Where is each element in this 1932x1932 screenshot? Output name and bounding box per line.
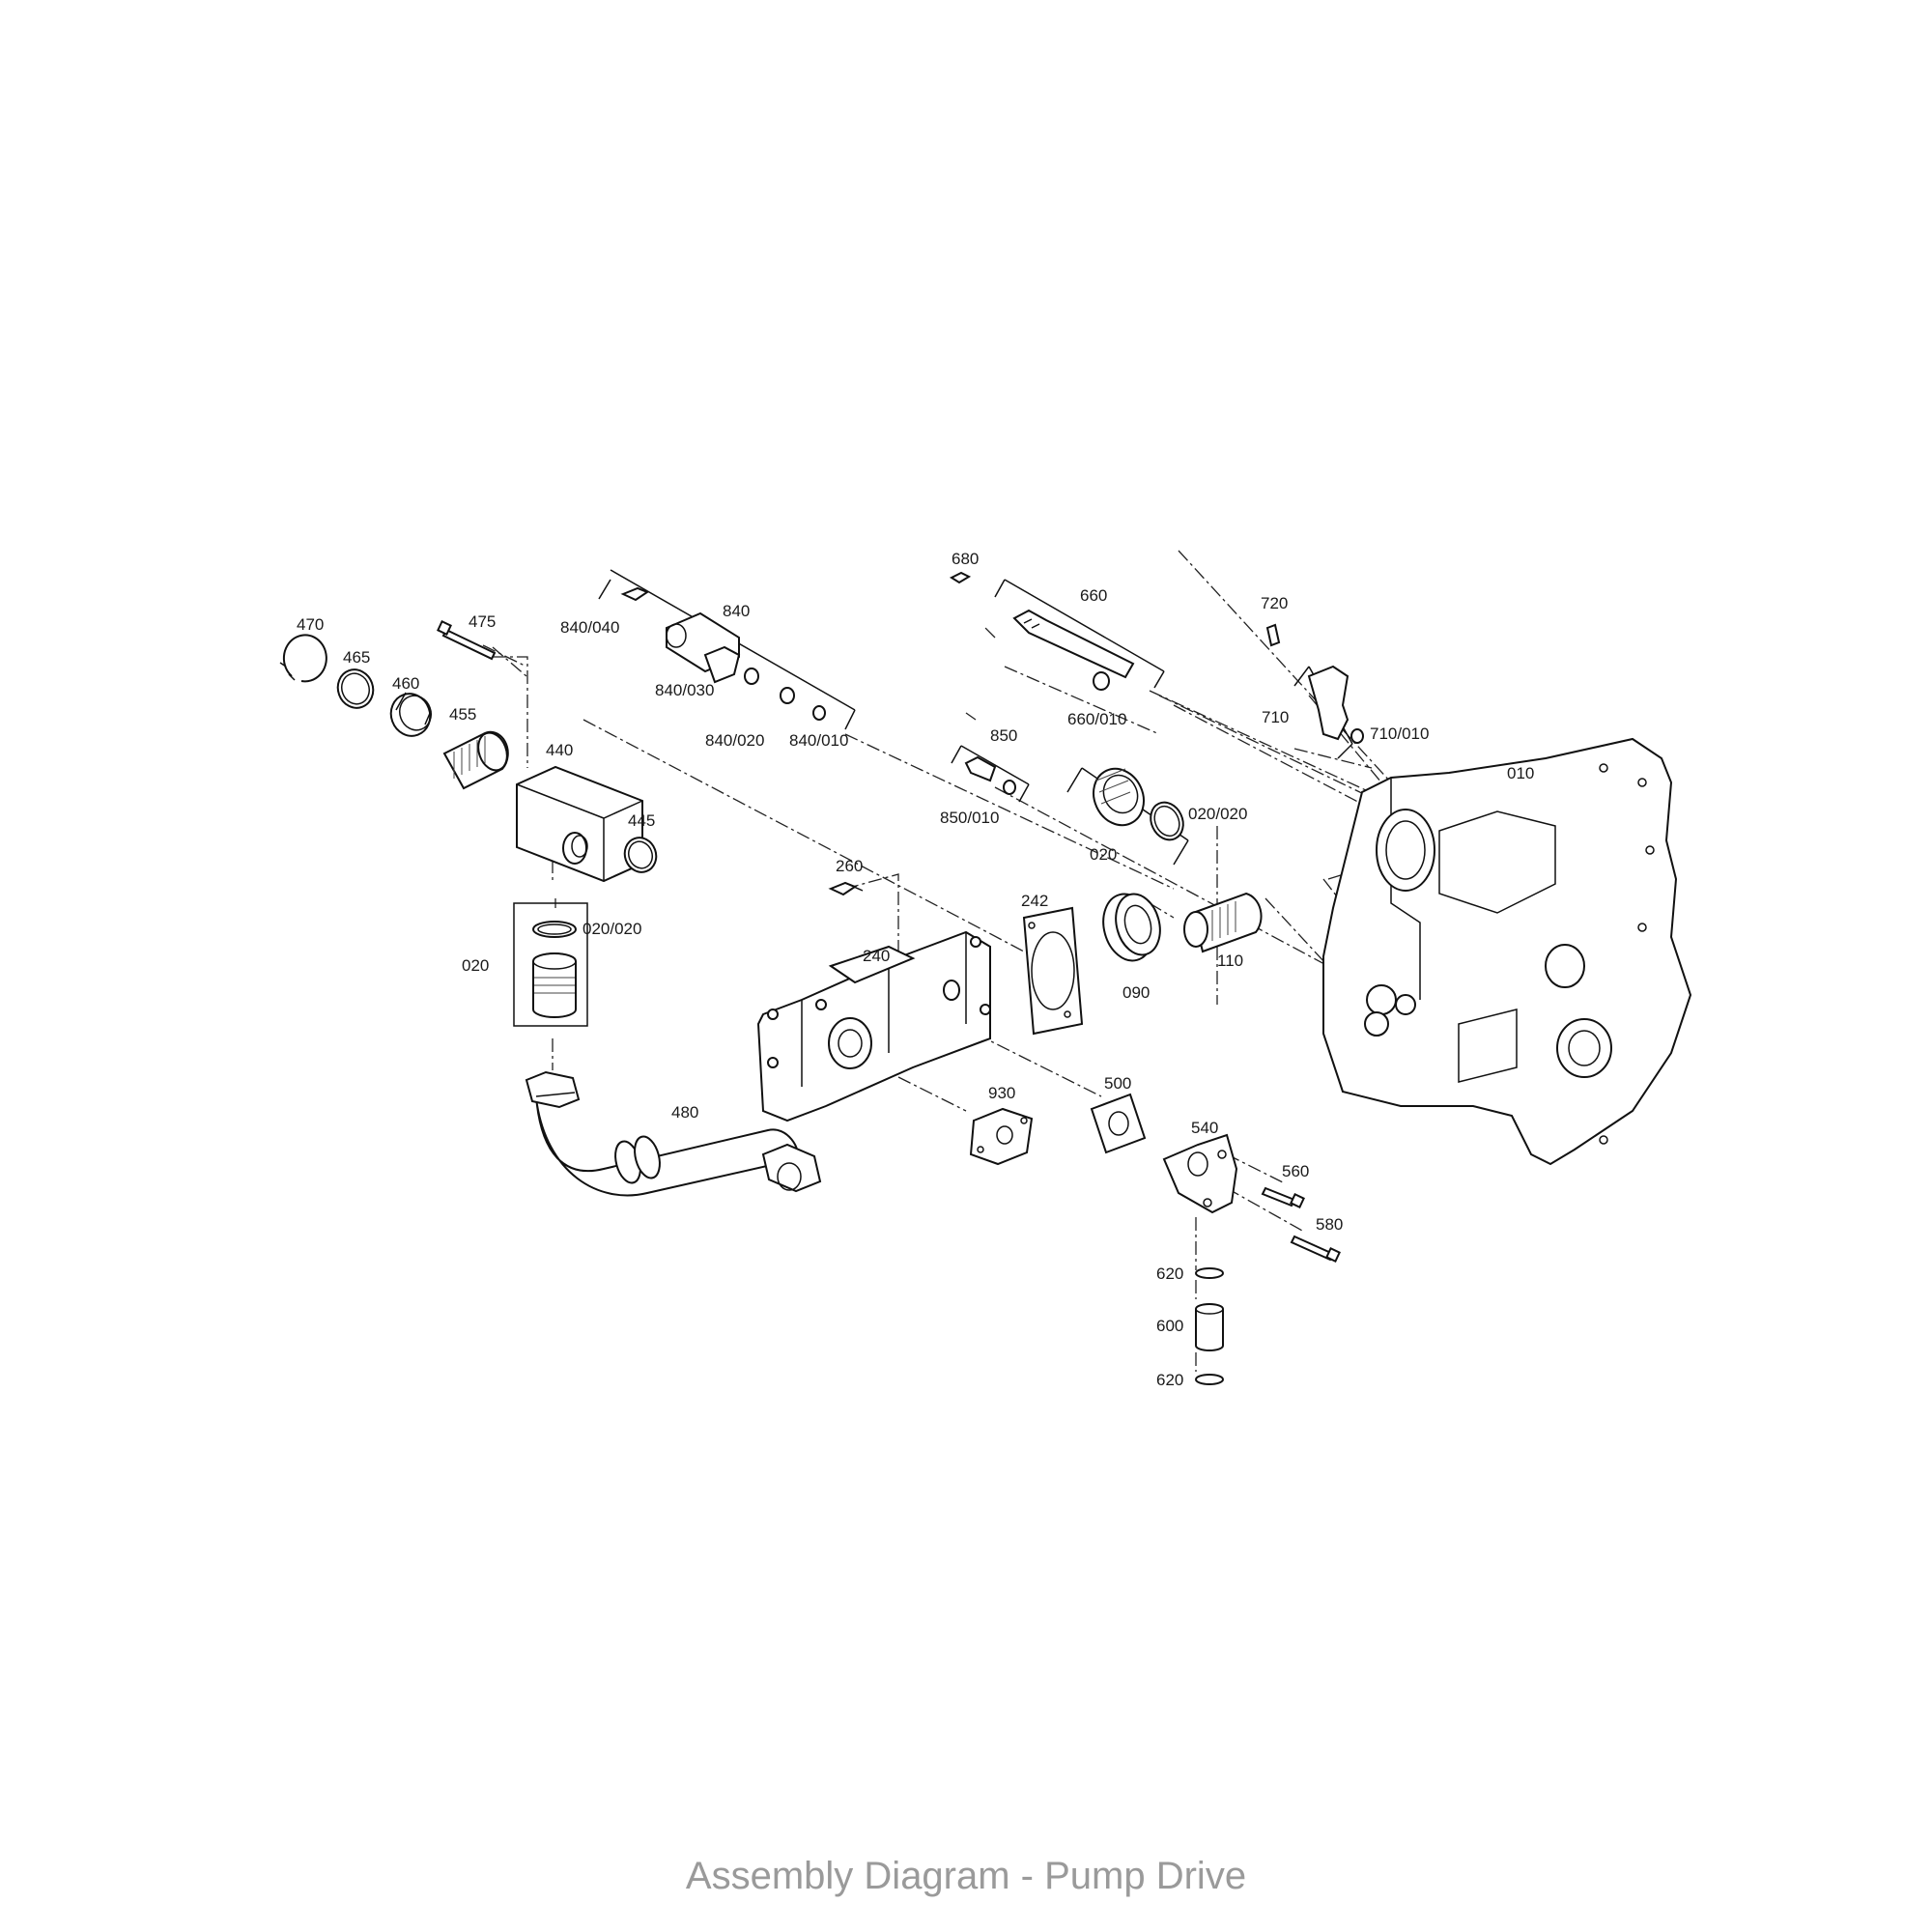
part-440-valve-block — [516, 765, 643, 883]
part-labels: 470 465 460 455 475 440 445 020 020/020 … — [297, 550, 1534, 1389]
label-010: 010 — [1507, 764, 1534, 782]
label-560: 560 — [1282, 1162, 1309, 1180]
part-020-right-group — [1066, 767, 1189, 866]
label-840-040: 840/040 — [560, 618, 619, 637]
part-850-group — [951, 745, 1030, 803]
part-840-group — [598, 569, 856, 730]
label-600: 600 — [1156, 1317, 1183, 1335]
label-470: 470 — [297, 615, 324, 634]
part-240-gear-pump — [756, 930, 991, 1122]
label-840-020: 840/020 — [705, 731, 764, 750]
label-620-lower: 620 — [1156, 1371, 1183, 1389]
part-110-coupling — [1183, 892, 1263, 953]
label-930: 930 — [988, 1084, 1015, 1102]
label-242: 242 — [1021, 892, 1048, 910]
label-840-030: 840/030 — [655, 681, 714, 699]
label-240: 240 — [863, 947, 890, 965]
part-580-bolt — [1290, 1235, 1341, 1263]
part-455-needle-bearing — [442, 730, 509, 790]
label-455: 455 — [449, 705, 476, 724]
label-850-010: 850/010 — [940, 809, 999, 827]
part-620-lower-o-ring — [1195, 1374, 1224, 1385]
label-840: 840 — [723, 602, 750, 620]
label-475: 475 — [469, 612, 496, 631]
part-242-gasket — [1022, 906, 1084, 1036]
label-445: 445 — [628, 811, 655, 830]
part-475-bolt — [437, 620, 497, 661]
leader-lines — [482, 550, 1421, 1372]
part-540-housing — [1162, 1133, 1238, 1214]
part-710-group — [1265, 623, 1364, 759]
label-580: 580 — [1316, 1215, 1343, 1234]
part-010-main-housing — [1322, 737, 1692, 1166]
label-840-010: 840/010 — [789, 731, 848, 750]
label-020-020-left: 020/020 — [582, 920, 641, 938]
label-720: 720 — [1261, 594, 1288, 612]
label-480: 480 — [671, 1103, 698, 1122]
part-930-fitting — [969, 1107, 1034, 1166]
label-710-010: 710/010 — [1370, 724, 1429, 743]
label-020-right: 020 — [1090, 845, 1117, 864]
part-660-group — [949, 571, 1165, 691]
part-090-bearing — [1102, 893, 1161, 962]
label-710: 710 — [1262, 708, 1289, 726]
part-620-upper-o-ring — [1195, 1267, 1224, 1279]
label-020-020-right: 020/020 — [1188, 805, 1247, 823]
part-560-bolt — [1261, 1186, 1305, 1208]
label-260: 260 — [836, 857, 863, 875]
label-090: 090 — [1122, 983, 1150, 1002]
part-445-o-ring — [623, 837, 658, 873]
label-660: 660 — [1080, 586, 1107, 605]
label-660-010: 660/010 — [1067, 710, 1126, 728]
part-020-left-group — [513, 902, 588, 1027]
label-020-left: 020 — [462, 956, 489, 975]
part-465-o-ring — [336, 668, 375, 709]
label-850: 850 — [990, 726, 1017, 745]
part-600-sleeve — [1195, 1303, 1224, 1351]
label-460: 460 — [392, 674, 419, 693]
part-470-snap-ring — [279, 634, 327, 683]
diagram-caption: Assembly Diagram - Pump Drive — [685, 1855, 1247, 1897]
label-110: 110 — [1217, 952, 1243, 970]
label-540: 540 — [1191, 1119, 1218, 1137]
part-260-bolt — [828, 881, 864, 896]
label-440: 440 — [546, 741, 573, 759]
part-460-sleeve — [389, 692, 432, 737]
label-465: 465 — [343, 648, 370, 667]
label-500: 500 — [1104, 1074, 1131, 1093]
label-680: 680 — [952, 550, 979, 568]
part-500-gasket — [1090, 1093, 1147, 1154]
part-480-hose — [525, 1070, 822, 1197]
label-620-upper: 620 — [1156, 1264, 1183, 1283]
